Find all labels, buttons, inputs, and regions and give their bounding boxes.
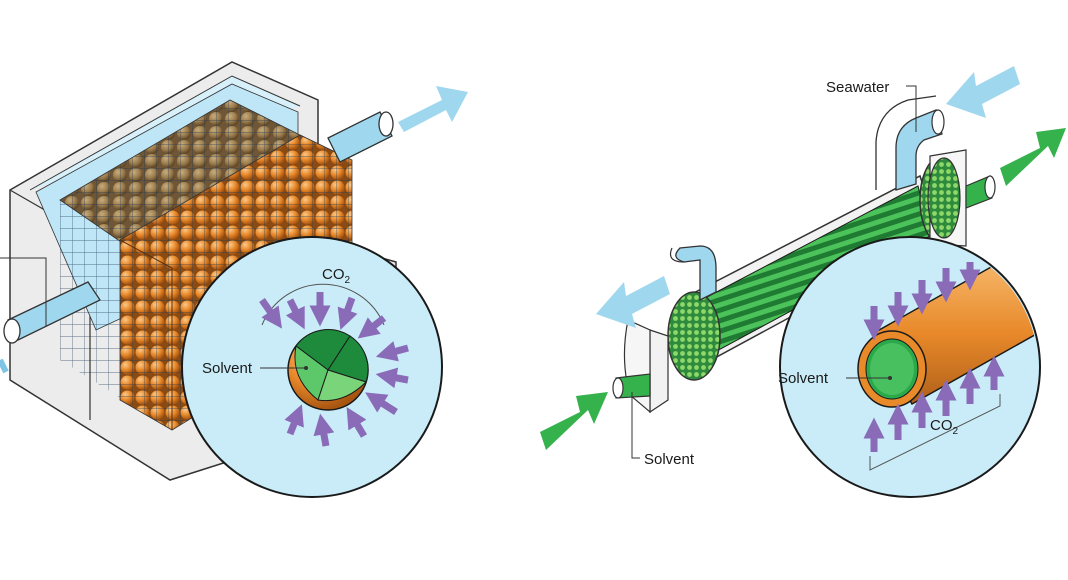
- solvent-in-arrow: [540, 392, 608, 450]
- seawater-label: Seawater: [826, 79, 889, 96]
- inlet-leader-line: [0, 257, 47, 326]
- inset-co2-label: CO2: [322, 266, 351, 286]
- seawater-in-arrow: [946, 66, 1020, 118]
- cutaway-bead: [287, 329, 369, 411]
- solvent-label: Solvent: [644, 451, 695, 468]
- inset-solvent-label: Solvent: [202, 360, 253, 377]
- solvent-out-arrow: [1000, 128, 1066, 186]
- gas-outlet-arrow: [398, 86, 468, 132]
- bead-magnified-inset: Solvent CO2: [181, 236, 443, 498]
- gas-outlet-pipe: [327, 111, 393, 163]
- seawater-inlet-nozzle: [895, 109, 943, 191]
- tube-magnified-inset: Solvent CO2: [778, 236, 1041, 498]
- inset-co2-label-right: CO2: [930, 417, 959, 437]
- inset-solvent-label-right: Solvent: [778, 370, 829, 387]
- shell-and-tube-exchanger: Seawater Solvent: [540, 66, 1066, 468]
- co2-arrows-radial: [259, 292, 409, 447]
- seawater-outlet-nozzle: [675, 245, 717, 302]
- seawater-out-arrow: [596, 276, 670, 328]
- co2-arrows-parallel: [863, 262, 1005, 452]
